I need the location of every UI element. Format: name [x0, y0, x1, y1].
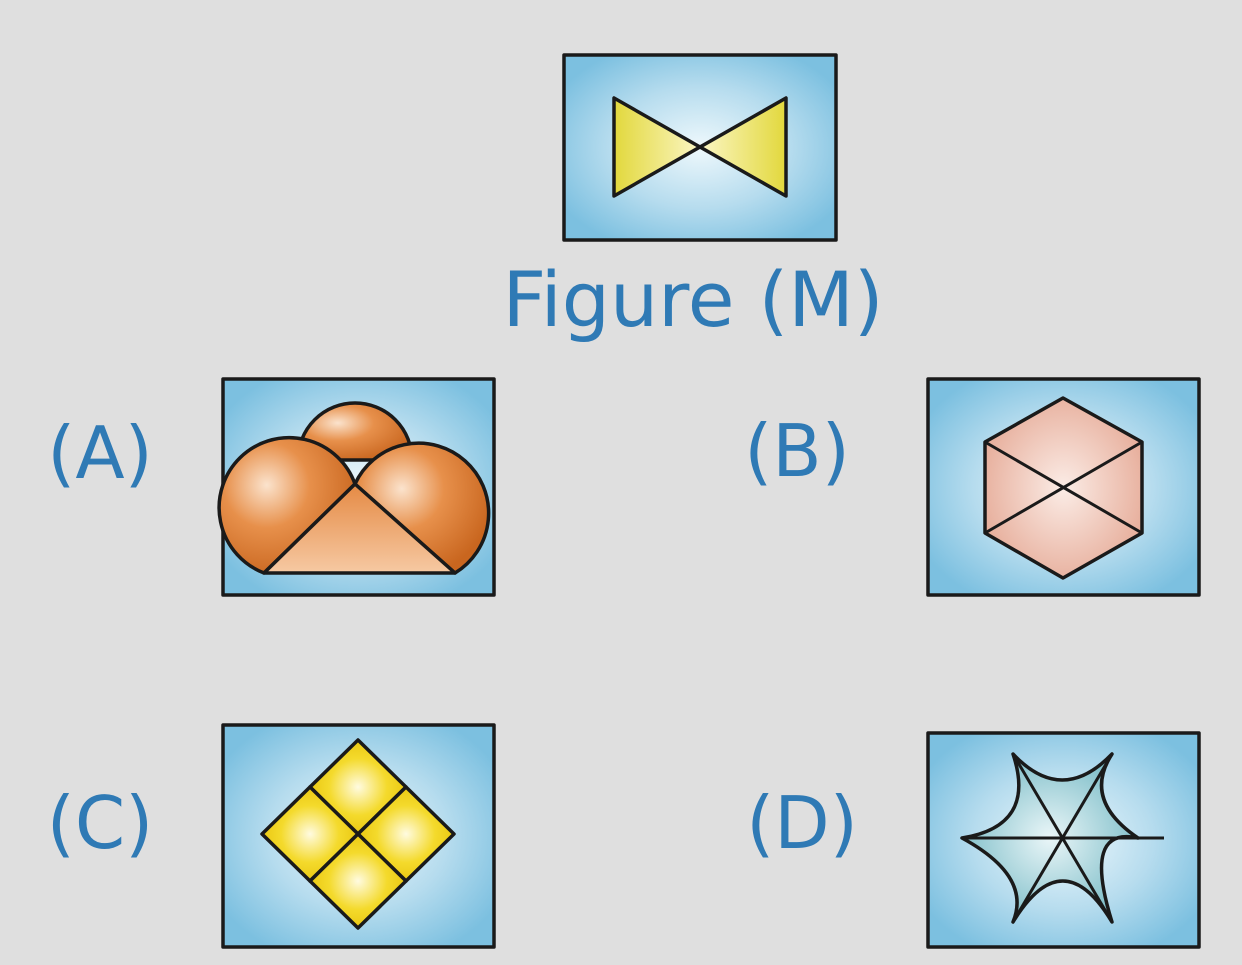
option-b-panel[interactable]: [926, 377, 1201, 597]
option-b-diagonal-2: [984, 440, 1143, 535]
option-c-panel[interactable]: [221, 723, 496, 949]
figure-m-title: Figure (M): [502, 255, 883, 344]
option-a-panel[interactable]: [217, 377, 496, 597]
option-a-label: (A): [47, 411, 152, 495]
option-c-label: (C): [47, 781, 153, 865]
option-a-right-semicircle: [353, 441, 491, 575]
option-d-panel[interactable]: [926, 731, 1201, 949]
option-b-label: (B): [744, 409, 850, 493]
option-d-spoke-3: [1011, 753, 1114, 923]
figure-m-panel: [562, 53, 838, 242]
bowtie-right-triangle: [698, 96, 788, 198]
option-a-left-semicircle: [217, 435, 357, 575]
option-a-top-semicircle: [296, 401, 414, 462]
option-c-bottom-square: [308, 832, 408, 930]
bowtie-left-triangle: [612, 96, 702, 198]
option-a-triangle: [262, 482, 457, 575]
option-d-label: (D): [746, 781, 858, 865]
